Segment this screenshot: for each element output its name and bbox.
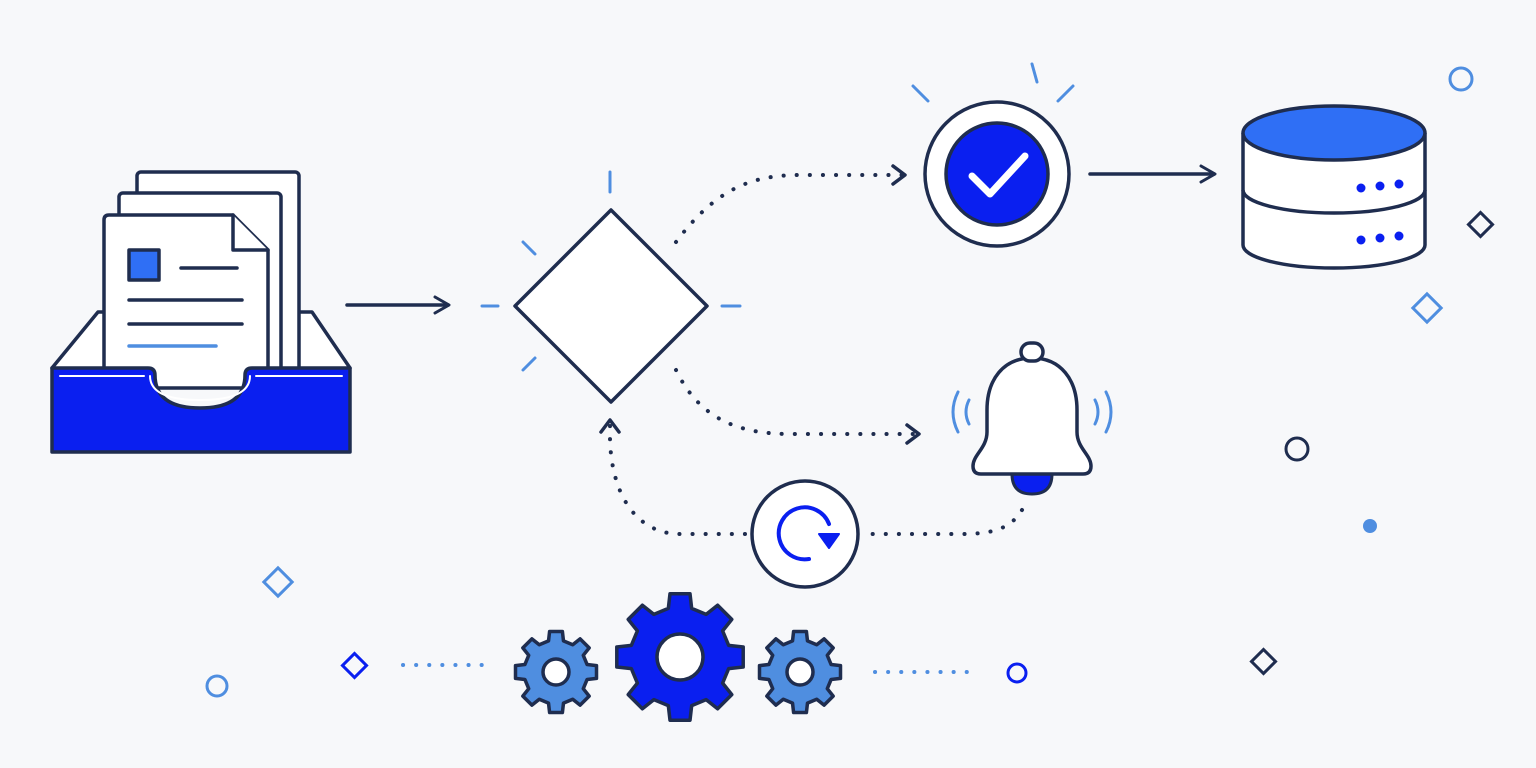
refresh-icon [750,479,860,589]
decor-circle [205,674,229,698]
document-inbox-icon [50,170,352,454]
bell-body [971,356,1093,476]
gear-hole [541,657,571,687]
checkmark [968,152,1029,198]
edge-retry-to-decision-arrowhead [599,418,621,434]
gear-icon [757,629,843,715]
edge-decision-to-notification [674,368,917,436]
decor-circle [1006,662,1028,684]
decor-diamond [261,565,295,599]
decor-dot [1363,519,1377,533]
gear-icon [615,592,745,722]
gear-hole [655,632,705,682]
decision-highlight-ticks [480,170,742,372]
decor-diamond [1466,210,1495,239]
decor-circle [1448,66,1474,92]
database-status-dots [1356,179,1404,245]
bell-loop [1019,341,1045,363]
edge-decision-to-approved [674,173,904,244]
gear-row-dotted-lines [401,663,972,674]
check-circle-icon [911,62,1075,248]
edge-retry-to-decision [608,422,747,536]
inbox-tray [50,366,352,454]
refresh-arrowhead [818,533,840,549]
decor-diamond [1249,647,1278,676]
gear-hole [785,657,815,687]
bell-ring-waves [951,390,1113,434]
database-icon [1241,104,1427,270]
connectors [345,164,1217,536]
bell-clapper [1010,472,1054,496]
gear-icon [513,629,599,715]
decor-diamond [340,651,369,680]
approved-sparkle-ticks [911,62,1075,103]
decision-diamond-icon [480,170,742,404]
bell-icon [951,341,1113,496]
decor-circle [1284,436,1310,462]
decorative-shapes [205,66,1495,698]
edge-notification-to-retry [864,508,1024,536]
document-thumbnail [127,248,161,282]
edge-decision-to-notification-arrowhead [905,423,921,445]
edge-decision-to-approved-arrowhead [891,164,907,186]
decor-diamond [1410,291,1444,325]
